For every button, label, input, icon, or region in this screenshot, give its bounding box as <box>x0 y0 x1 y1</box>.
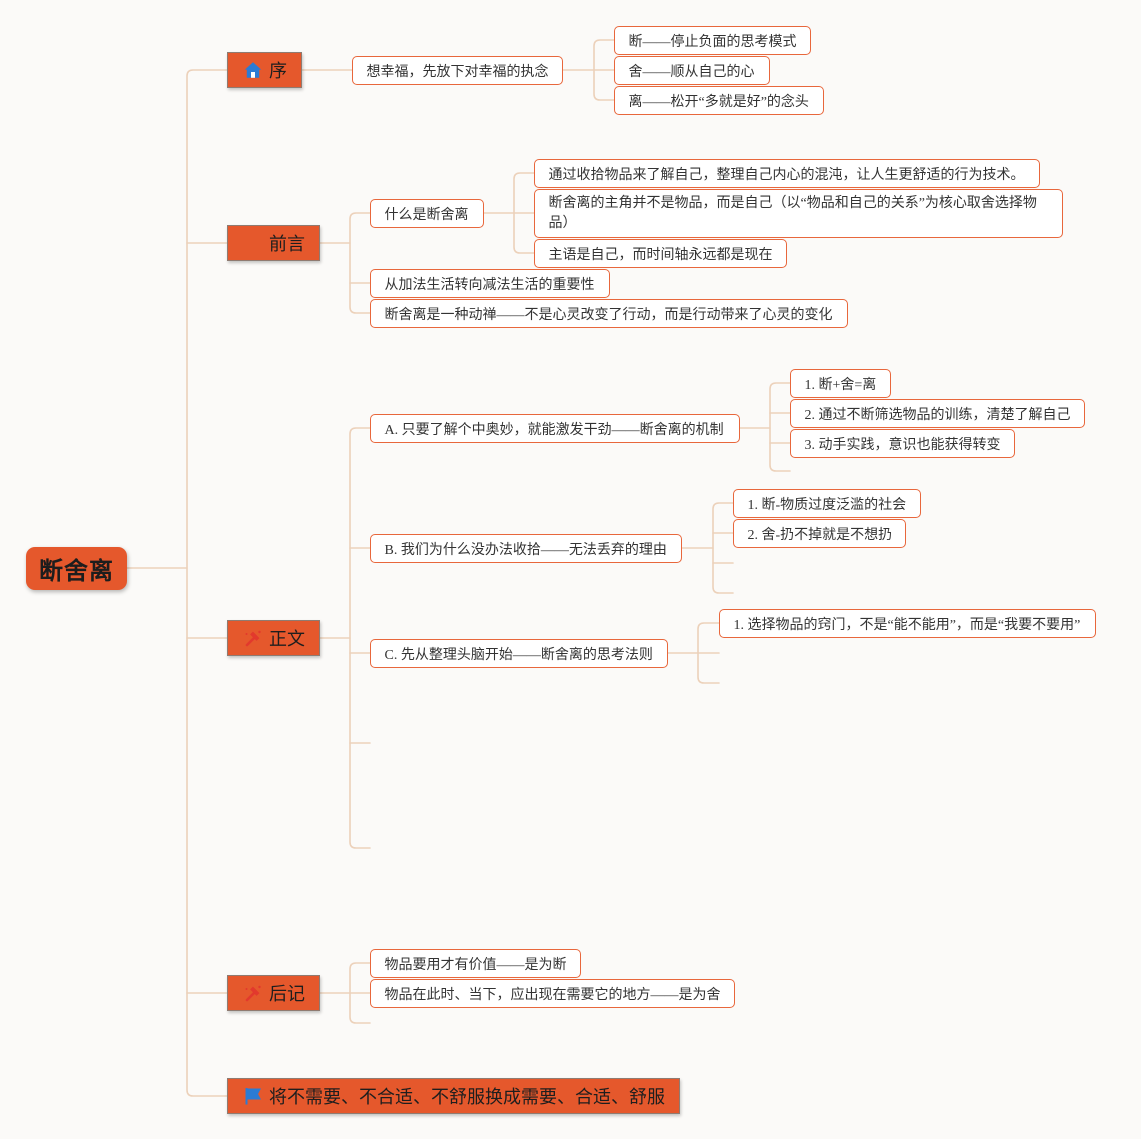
subtopic-label: 2. 舍-扔不掉就是不想扔 <box>747 527 893 543</box>
main-topic-afterword[interactable]: 后记 <box>227 975 320 1011</box>
subtopic-label: A. 只要了解个中奥妙，就能激发干劲——断舍离的机制 <box>384 422 724 438</box>
subtopic-label: 物品要用才有价值——是为断 <box>384 957 567 973</box>
subtopic-duan[interactable]: 断——停止负面的思考模式 <box>614 26 811 55</box>
subtopic-b-1[interactable]: 1. 断-物质过度泛滥的社会 <box>733 489 921 518</box>
main-topic-label: 序 <box>269 61 287 81</box>
main-topic-label: 后记 <box>269 984 305 1004</box>
subtopic-a-2[interactable]: 2. 通过不断筛选物品的训练，清楚了解自己 <box>790 399 1085 428</box>
subtopic-label: 主语是自己，而时间轴永远都是现在 <box>548 247 773 263</box>
subtopic-happiness[interactable]: 想幸福，先放下对幸福的执念 <box>352 56 563 85</box>
subtopic-definition[interactable]: 通过收拾物品来了解自己，整理自己内心的混沌，让人生更舒适的行为技术。 <box>534 159 1040 188</box>
main-topic-foreword[interactable]: 前言 <box>227 225 320 261</box>
connector-bracket <box>712 502 734 594</box>
main-topic-conclusion[interactable]: 将不需要、不合适、不舒服换成需要、合适、舒服 <box>227 1078 680 1114</box>
main-topic-body[interactable]: 正文 <box>227 620 320 656</box>
subtopic-moving-zen[interactable]: 断舍离是一种动禅——不是心灵改变了行动，而是行动带来了心灵的变化 <box>370 299 848 328</box>
subtopic-a-3[interactable]: 3. 动手实践，意识也能获得转变 <box>790 429 1015 458</box>
connector-trunk <box>186 69 228 1097</box>
subtopic-b-2[interactable]: 2. 舍-扔不掉就是不想扔 <box>733 519 906 548</box>
subtopic-label: 1. 选择物品的窍门，不是“能不能用”，而是“我要不要用” <box>733 617 1081 633</box>
central-topic-label: 断舍离 <box>39 558 114 585</box>
subtopic-label: 离——松开“多就是好”的念头 <box>628 94 809 110</box>
subtopic-what-is-danshari[interactable]: 什么是断舍离 <box>370 199 484 228</box>
connector-bracket <box>349 962 371 1024</box>
connector-bracket <box>769 382 791 472</box>
home-icon <box>244 61 262 79</box>
subtopic-afterword-she[interactable]: 物品在此时、当下，应出现在需要它的地方——是为舍 <box>370 979 735 1008</box>
connector-bracket <box>513 172 535 254</box>
central-topic[interactable]: 断舍离 <box>26 547 127 590</box>
subtopic-section-c[interactable]: C. 先从整理头脑开始——断舍离的思考法则 <box>370 639 668 668</box>
subtopic-label: 通过收拾物品来了解自己，整理自己内心的混沌，让人生更舒适的行为技术。 <box>548 167 1025 183</box>
subtopic-label: 1. 断-物质过度泛滥的社会 <box>747 497 907 513</box>
subtopic-a-1[interactable]: 1. 断+舍=离 <box>790 369 891 398</box>
tools-icon <box>244 629 262 647</box>
subtopic-label: 想幸福，先放下对幸福的执念 <box>366 64 549 80</box>
subtopic-section-a[interactable]: A. 只要了解个中奥妙，就能激发干劲——断舍离的机制 <box>370 414 740 443</box>
subtopic-li[interactable]: 离——松开“多就是好”的念头 <box>614 86 824 115</box>
main-topic-label: 将不需要、不合适、不舒服换成需要、合适、舒服 <box>269 1087 665 1107</box>
flag-icon <box>244 1087 262 1105</box>
main-topic-label: 前言 <box>269 234 305 254</box>
subtopic-section-b[interactable]: B. 我们为什么没办法收拾——无法丢弃的理由 <box>370 534 682 563</box>
tools-icon <box>244 984 262 1002</box>
main-topic-label: 正文 <box>269 629 305 649</box>
main-topic-prologue[interactable]: 序 <box>227 52 302 88</box>
subtopic-protagonist[interactable]: 断舍离的主角并不是物品，而是自己（以“物品和自己的关系”为核心取舍选择物品） <box>534 189 1063 238</box>
subtopic-subject-now[interactable]: 主语是自己，而时间轴永远都是现在 <box>534 239 787 268</box>
subtopic-afterword-duan[interactable]: 物品要用才有价值——是为断 <box>370 949 581 978</box>
subtopic-label: 什么是断舍离 <box>384 207 469 223</box>
subtopic-label: 1. 断+舍=离 <box>804 377 877 393</box>
connector-bracket <box>593 39 615 101</box>
subtopic-c-1[interactable]: 1. 选择物品的窍门，不是“能不能用”，而是“我要不要用” <box>719 609 1096 638</box>
subtopic-label: 2. 通过不断筛选物品的训练，清楚了解自己 <box>804 407 1071 423</box>
subtopic-label: 断舍离的主角并不是物品，而是自己（以“物品和自己的关系”为核心取舍选择物品） <box>548 195 1037 231</box>
connector-bracket <box>697 622 720 684</box>
subtopic-label: C. 先从整理头脑开始——断舍离的思考法则 <box>384 647 653 663</box>
subtopic-label: 舍——顺从自己的心 <box>628 64 755 80</box>
subtopic-label: 断——停止负面的思考模式 <box>628 34 797 50</box>
subtopic-label: 从加法生活转向减法生活的重要性 <box>384 277 595 293</box>
subtopic-label: 物品在此时、当下，应出现在需要它的地方——是为舍 <box>384 987 721 1003</box>
subtopic-label: B. 我们为什么没办法收拾——无法丢弃的理由 <box>384 542 667 558</box>
subtopic-label: 3. 动手实践，意识也能获得转变 <box>804 437 1001 453</box>
connector-bracket <box>349 212 371 314</box>
subtopic-label: 断舍离是一种动禅——不是心灵改变了行动，而是行动带来了心灵的变化 <box>384 307 833 323</box>
subtopic-subtraction-life[interactable]: 从加法生活转向减法生活的重要性 <box>370 269 610 298</box>
connector-bracket <box>349 427 371 849</box>
subtopic-she[interactable]: 舍——顺从自己的心 <box>614 56 770 85</box>
